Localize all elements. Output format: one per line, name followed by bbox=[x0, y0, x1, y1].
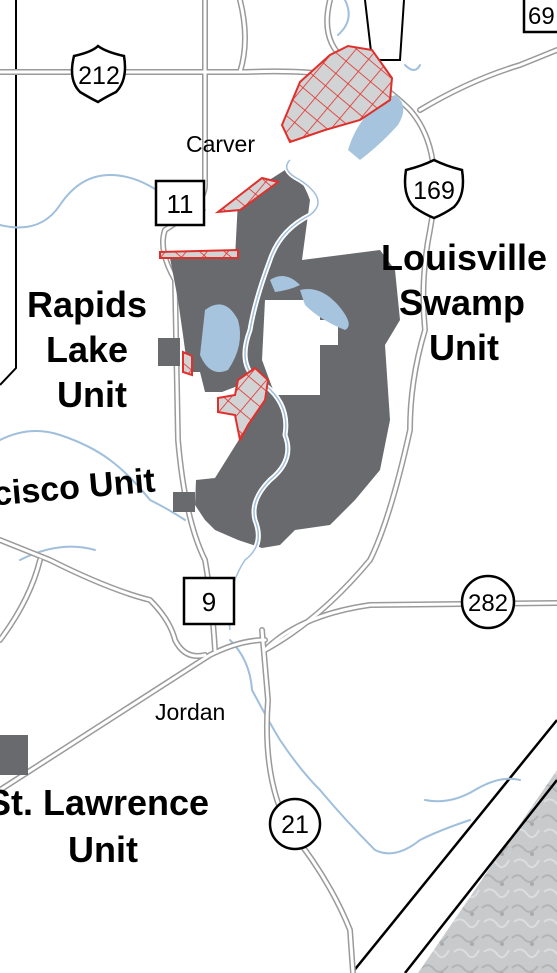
circle-route-shield-icon bbox=[460, 574, 516, 630]
svg-text:212: 212 bbox=[78, 62, 120, 90]
svg-text:9: 9 bbox=[202, 587, 216, 617]
svg-text:169: 169 bbox=[413, 177, 455, 205]
lakes bbox=[200, 95, 404, 373]
route-shield-top-right: 69 bbox=[522, 0, 557, 34]
route-shield-212: 212 bbox=[70, 44, 127, 104]
svg-text:11: 11 bbox=[167, 189, 194, 219]
unit-label-st-lawrence: St. Lawrence Unit bbox=[0, 782, 219, 870]
square-route-shield-icon bbox=[522, 0, 557, 34]
terrain-inset bbox=[418, 770, 557, 973]
us-highway-shield-icon bbox=[70, 44, 127, 104]
legend-frame bbox=[0, 0, 17, 386]
inholding-east bbox=[320, 320, 338, 345]
town-label-carver: Carver bbox=[186, 131, 255, 157]
route-shield-9: 9 bbox=[182, 576, 236, 626]
inholding bbox=[262, 300, 320, 395]
inset-frame bbox=[351, 719, 557, 973]
unit-label-louisville-swamp: Louisville Swamp Unit bbox=[381, 237, 557, 368]
route-shield-282: 282 bbox=[460, 574, 516, 630]
square-route-shield-icon bbox=[154, 179, 206, 227]
us-highway-shield-icon bbox=[403, 158, 465, 220]
unit-label-san-francisco: cisco Unit bbox=[0, 461, 157, 513]
route-shield-11: 11 bbox=[154, 179, 206, 227]
svg-text:282: 282 bbox=[468, 590, 508, 617]
circle-route-shield-icon bbox=[268, 797, 322, 851]
town-label-jordan: Jordan bbox=[155, 699, 225, 725]
route-shield-169: 169 bbox=[403, 158, 465, 220]
square-route-shield-icon bbox=[182, 576, 236, 626]
route-shield-21: 21 bbox=[268, 797, 322, 851]
hatched-areas bbox=[159, 44, 394, 443]
top-frame bbox=[364, 0, 405, 61]
streams bbox=[0, 0, 521, 855]
svg-text:69: 69 bbox=[528, 3, 555, 30]
unit-label-rapids-lake: Rapids Lake Unit bbox=[27, 284, 157, 415]
svg-text:21: 21 bbox=[281, 811, 309, 839]
